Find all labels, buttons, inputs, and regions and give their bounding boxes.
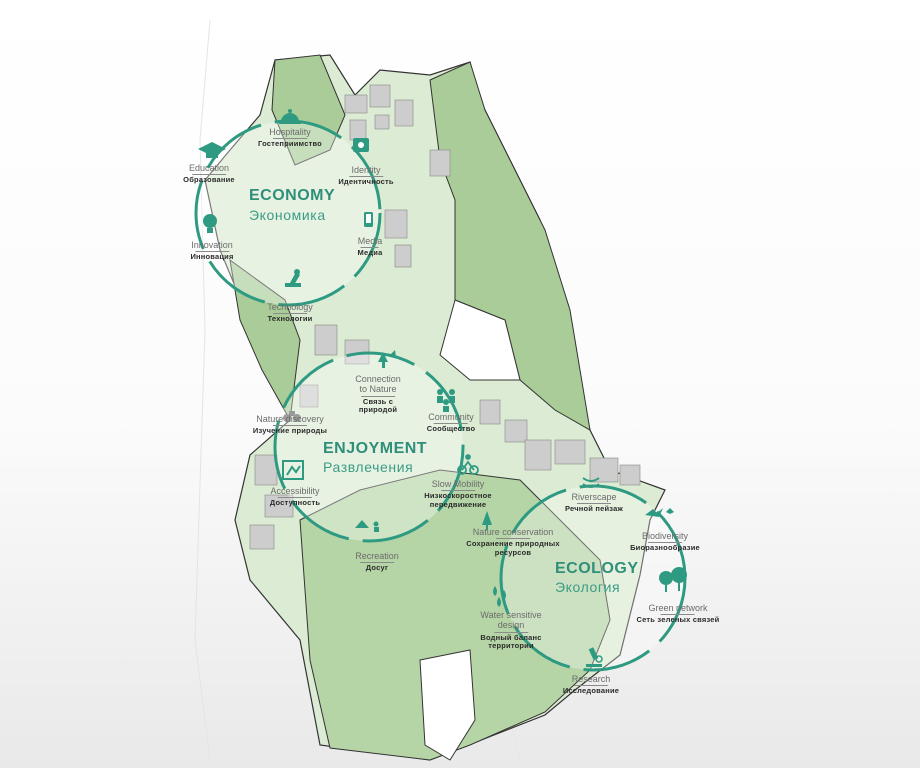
enjoyment-label-slow-mobility: Slow Mobility Низкоскоростное передвижен…	[424, 479, 492, 509]
white-plot-south	[419, 649, 476, 761]
lightbulb-icon	[203, 214, 217, 233]
economy-label-innovation: Innovation Инновация	[190, 240, 234, 262]
water-drops-icon	[493, 586, 506, 607]
ecology-label-green-network: Green network Сеть зеленых связей	[636, 603, 720, 625]
binoculars-icon	[283, 411, 301, 422]
economy-title: ECONOMY	[249, 187, 336, 204]
context-road-line	[194, 19, 211, 761]
microscope-icon	[586, 647, 603, 667]
ecology-label-riverscape: Riverscape Речной пейзаж	[565, 492, 623, 514]
graduation-cap-icon	[198, 142, 226, 158]
economy-label-technology: Technology Технологии	[267, 302, 313, 324]
ecology-label-nature-conservation: Nature conservation Сохранение природных…	[466, 527, 560, 557]
economy-label-identity: Identity Идентичность	[338, 165, 394, 187]
people-icon	[437, 389, 455, 412]
identity-icon	[353, 138, 369, 152]
phone-icon	[364, 212, 373, 227]
ecology-subtitle: Экология	[555, 579, 621, 595]
hotel-bell-icon	[279, 109, 301, 124]
map-frame-icon	[282, 460, 304, 480]
white-plot	[439, 299, 521, 381]
ecology-label-biodiversity: Biodiversity Биоразнообразие	[630, 531, 700, 553]
green-zone-north	[429, 61, 591, 431]
enjoyment-label-accessibility: Accessibility Доступность	[269, 486, 321, 508]
ecology-label-water-sensitive-design: Water sensitive design Водный баланс тер…	[480, 610, 542, 651]
enjoyment-label-connection-to-nature: Connection to Nature Связь с природой	[355, 374, 401, 415]
building-blocks	[249, 84, 641, 550]
cyclist-icon	[457, 454, 479, 475]
economy-label-hospitality: Hospitality Гостеприимство	[258, 127, 322, 149]
economy-label-media: Media Медиа	[357, 236, 383, 258]
economy-label-education: Education Образование	[183, 163, 235, 185]
enjoyment-title: ENJOYMENT	[323, 440, 428, 457]
enjoyment-label-recreation: Recreation Досуг	[355, 551, 399, 573]
enjoyment-subtitle: Развлечения	[323, 459, 414, 475]
tree-icon	[482, 511, 492, 530]
enjoyment-label-community: Community Сообщество	[426, 412, 476, 434]
river-icon	[582, 477, 600, 488]
ecology-title: ECOLOGY	[555, 560, 639, 577]
economy-subtitle: Экономика	[249, 207, 326, 223]
trees-icon	[659, 567, 687, 592]
robot-arm-icon	[285, 269, 301, 287]
ecology-label-research: Research Исследование	[562, 674, 620, 696]
enjoyment-label-nature-discovery: Nature discovery Изучение природы	[252, 414, 328, 436]
enjoyment-ring	[273, 351, 465, 543]
bird-icon	[645, 508, 674, 517]
plant-icon	[378, 350, 396, 368]
picnic-icon	[355, 520, 379, 532]
green-zone-northwest	[271, 54, 346, 166]
green-zone-south	[299, 469, 611, 761]
